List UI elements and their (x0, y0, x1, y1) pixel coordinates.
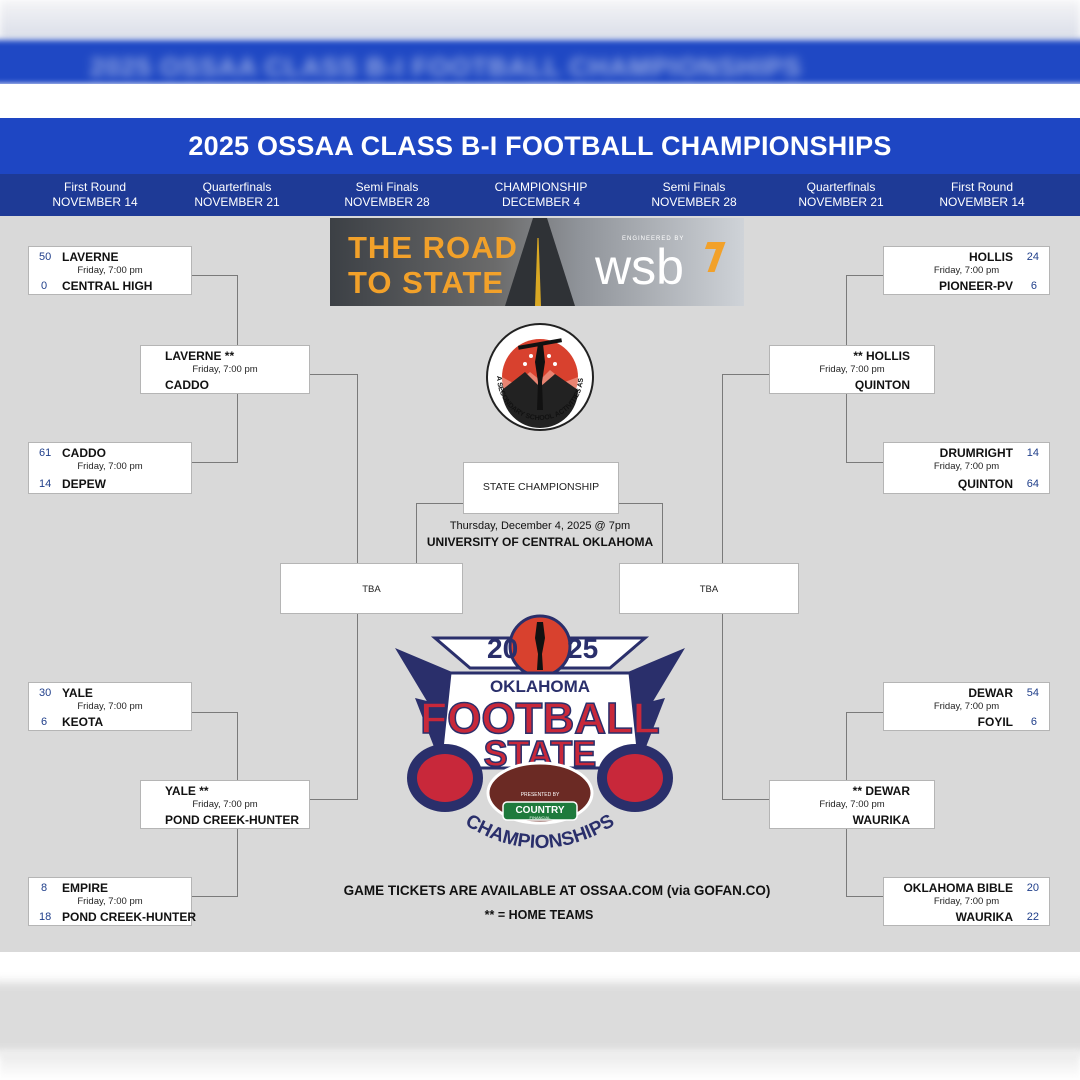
game-box-semifinal[interactable]: TBA (619, 563, 799, 614)
svg-text:FOOTBALL: FOOTBALL (420, 694, 660, 743)
game-box-quarterfinal[interactable]: ** DEWAR Friday, 7:00 pm WAURIKA (769, 780, 935, 829)
blurred-bottom-frame (0, 952, 1080, 1080)
game-box-quarterfinal[interactable]: YALE ** Friday, 7:00 pm POND CREEK-HUNTE… (140, 780, 310, 829)
game-box-first-round[interactable]: OKLAHOMA BIBLE 20 Friday, 7:00 pm WAURIK… (883, 877, 1050, 926)
game-box-semifinal[interactable]: TBA (280, 563, 463, 614)
page-title: 2025 OSSAA CLASS B-I FOOTBALL CHAMPIONSH… (0, 118, 1080, 174)
bracket-poster: 2025 OSSAA CLASS B-I FOOTBALL CHAMPIONSH… (0, 118, 1080, 952)
game-box-first-round[interactable]: 8 EMPIRE Friday, 7:00 pm 18 POND CREEK-H… (28, 877, 196, 926)
football-state-championships-logo-icon: 20 25 OKLAHOMA FOOTBALL STATE PRESENTED … (395, 614, 685, 853)
ossaa-seal-icon: OKLAHOMA SECONDARY SCHOOL ACTIVITIES ASS… (485, 322, 594, 431)
state-championship-box[interactable]: STATE CHAMPIONSHIP (463, 462, 619, 514)
brand-arrow-icon (696, 242, 726, 272)
game-box-first-round[interactable]: 30 YALE Friday, 7:00 pm 6 KEOTA (28, 682, 192, 731)
svg-text:25: 25 (567, 633, 598, 664)
svg-text:FINANCIAL: FINANCIAL (530, 815, 552, 820)
game-box-first-round[interactable]: 61 CADDO Friday, 7:00 pm 14 DEPEW (28, 442, 192, 494)
blurred-top-frame: 2025 OSSAA CLASS B-I FOOTBALL CHAMPIONSH… (0, 0, 1080, 84)
svg-text:COUNTRY: COUNTRY (515, 805, 564, 816)
tickets-notice: GAME TICKETS ARE AVAILABLE AT OSSAA.COM … (343, 883, 771, 898)
sponsor-brand: wsb (595, 239, 684, 295)
game-box-first-round[interactable]: DRUMRIGHT 14 Friday, 7:00 pm QUINTON 64 (883, 442, 1050, 494)
home-teams-legend: ** = HOME TEAMS (484, 908, 594, 922)
svg-text:20: 20 (487, 633, 518, 664)
game-box-first-round[interactable]: HOLLIS 24 Friday, 7:00 pm PIONEER-PV 6 (883, 246, 1050, 295)
svg-text:PRESENTED BY: PRESENTED BY (521, 792, 560, 798)
game-box-first-round[interactable]: 50 LAVERNE Friday, 7:00 pm 0 CENTRAL HIG… (28, 246, 192, 295)
game-box-first-round[interactable]: DEWAR 54 Friday, 7:00 pm FOYIL 6 (883, 682, 1050, 731)
game-box-quarterfinal[interactable]: LAVERNE ** Friday, 7:00 pm CADDO (140, 345, 310, 394)
svg-text:OKLAHOMA: OKLAHOMA (490, 677, 590, 696)
championship-datetime: Thursday, December 4, 2025 @ 7pm (449, 520, 631, 532)
game-box-quarterfinal[interactable]: ** HOLLIS Friday, 7:00 pm QUINTON (769, 345, 935, 394)
championship-venue: UNIVERSITY OF CENTRAL OKLAHOMA (426, 535, 654, 549)
